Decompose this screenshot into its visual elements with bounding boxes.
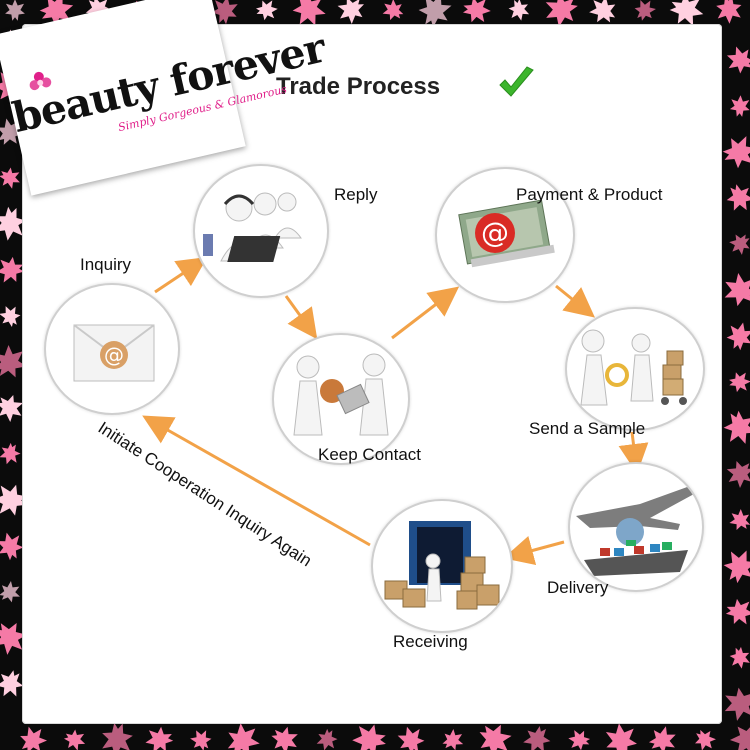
step-delivery-circle [568,462,704,592]
maple-leaf-icon [729,234,750,255]
maple-leaf-icon [722,136,750,169]
arrow-contact-to-payment [391,286,460,340]
maple-leaf-icon [479,724,512,750]
step-delivery-label: Delivery [547,578,609,597]
maple-leaf-icon [568,730,591,750]
maple-leaf-icon [418,0,452,28]
maple-leaf-icon [337,0,364,25]
maple-leaf-icon [5,0,25,21]
maple-leaf-icon [0,532,24,561]
maple-leaf-icon [724,273,750,307]
maple-leaf-icon [0,581,20,603]
step-receiving-circle [371,499,513,633]
page-title: Trade Process [276,73,441,100]
arrow-sample-to-delivery [618,431,649,474]
maple-leaf-icon [729,372,750,393]
maple-leaf-icon [634,0,656,21]
maple-leaf-icon [271,726,298,750]
maple-leaf-icon [292,0,326,26]
maple-leaf-icon [723,410,750,444]
svg-text:@: @ [104,343,124,367]
money-at-icon: @ [458,199,555,268]
maple-leaf-icon [726,460,750,489]
step-keep-contact-label: Keep Contact [318,445,422,464]
maple-leaf-icon [227,723,260,750]
maple-leaf-icon [545,0,578,27]
airplane-ship-icon [576,486,694,576]
call-center-icon [203,192,302,262]
maple-leaf-icon [0,344,27,378]
arrow-receiving-to-inquiry [142,415,371,547]
maple-leaf-icon [729,723,750,750]
maple-leaf-icon [726,184,750,211]
maple-leaf-icon [724,687,750,721]
maple-leaf-icon [726,322,750,351]
step-inquiry-label: Inquiry [80,255,132,274]
maple-leaf-icon [726,46,750,74]
maple-leaf-icon [695,729,716,750]
maple-leaf-icon [145,726,174,750]
maple-leaf-icon [723,550,750,584]
step-reply-circle [193,164,329,298]
arrow-inquiry-to-reply [154,257,208,294]
maple-leaf-icon [589,0,616,23]
maple-leaf-icon [729,646,750,669]
step-sample-label: Send a Sample [529,419,646,438]
container-boxes-icon [384,521,500,610]
step-reply-label: Reply [334,185,378,204]
arrow-payment-to-sample [555,284,595,318]
maple-leaf-icon [0,484,27,516]
step-inquiry-circle: @ [44,283,180,415]
maple-leaf-icon [0,306,21,327]
flower-icon [29,71,52,91]
maple-leaf-icon [605,723,637,750]
arrow-delivery-to-receiving [503,536,565,566]
maple-leaf-icon [725,598,750,625]
envelope-at-icon: @ [73,324,155,382]
maple-leaf-icon [102,722,133,750]
maple-leaf-icon [20,726,48,750]
maple-leaf-icon [729,509,750,530]
step-receiving-label: Receiving [393,632,468,651]
maple-leaf-icon [0,394,24,423]
maple-leaf-icon [442,729,464,750]
step-payment-circle: @ [435,167,575,303]
handshake-figures-icon [293,353,389,436]
maple-leaf-icon [211,0,238,25]
step-payment-label: Payment & Product [516,185,663,204]
maple-leaf-icon [382,0,404,21]
maple-leaf-icon [397,726,425,750]
maple-leaf-icon [190,730,212,750]
maple-leaf-icon [0,167,20,189]
maple-leaf-icon [0,442,21,465]
step-keep-contact-circle [272,333,410,465]
process-arrows [142,257,649,566]
maple-leaf-icon [0,256,25,283]
maple-leaf-icon [63,729,86,750]
maple-leaf-icon [648,726,676,750]
arrow-reply-to-contact [284,295,318,340]
maple-leaf-icon [255,0,278,21]
maple-leaf-icon [0,623,27,655]
maple-leaf-icon [0,670,24,697]
maple-leaf-icon [0,206,27,241]
sample-cart-icon [580,329,687,406]
maple-leaf-icon [669,0,704,26]
svg-text:@: @ [481,216,509,249]
maple-leaf-icon [716,0,742,24]
step-sample-circle [565,307,705,431]
maple-leaf-icon [462,0,491,23]
maple-leaf-icon [508,0,530,21]
check-mark-icon [499,66,534,97]
maple-leaf-icon [352,724,386,750]
maple-leaf-icon [523,726,551,750]
maple-leaf-icon [316,728,338,750]
maple-leaf-icon [729,95,750,117]
brand-logo: beauty forever Simply Gorgeous & Glamoro… [0,0,329,196]
